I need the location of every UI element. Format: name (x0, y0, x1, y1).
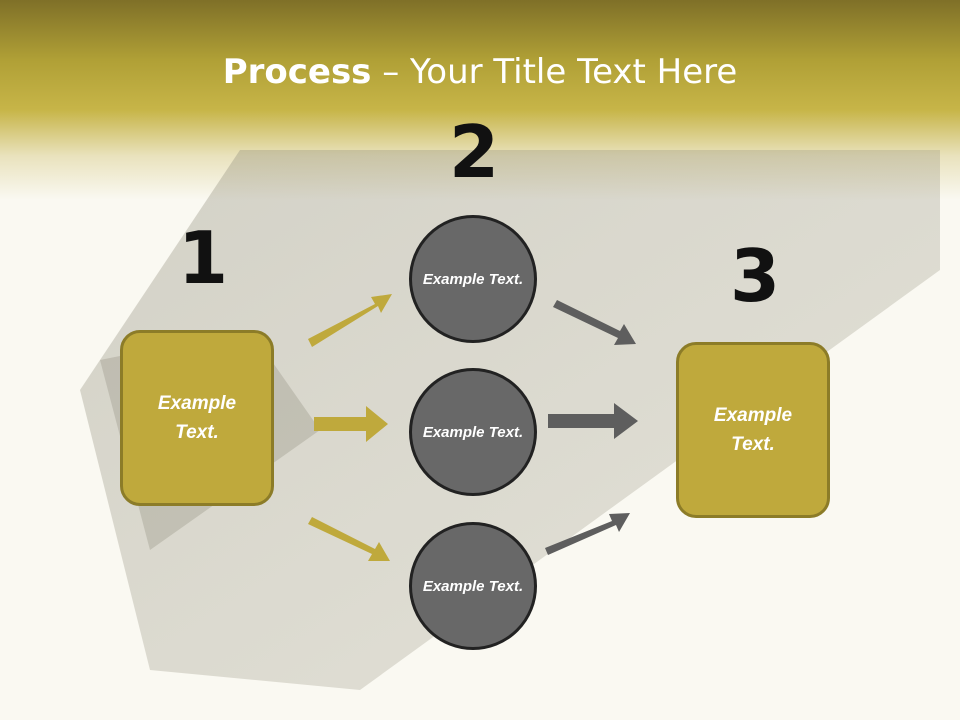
title-rest: – Your Title Text Here (371, 52, 738, 92)
slide-title: Process – Your Title Text Here (0, 52, 960, 92)
process-circle-bottom[interactable]: Example Text. (409, 522, 537, 650)
arrow-left-to-middle (314, 406, 388, 442)
step-number-2: 2 (449, 110, 500, 194)
arrow-middle-to-right (548, 403, 638, 439)
box-right-label: Example Text. (713, 405, 793, 455)
arrow-left-to-top (308, 294, 392, 347)
arrow-left-to-bottom (308, 517, 390, 561)
process-box-left[interactable]: Example Text. (120, 330, 274, 506)
circle-middle-label: Example Text. (422, 423, 524, 441)
step-number-1: 1 (178, 216, 229, 300)
arrow-top-to-right (553, 300, 636, 345)
process-circle-top[interactable]: Example Text. (409, 215, 537, 343)
title-bold: Process (222, 52, 372, 92)
circle-top-label: Example Text. (422, 270, 524, 288)
arrow-bottom-to-right (545, 513, 630, 555)
process-box-right[interactable]: Example Text. (676, 342, 830, 518)
process-circle-middle[interactable]: Example Text. (409, 368, 537, 496)
step-number-3: 3 (730, 234, 781, 318)
circle-bottom-label: Example Text. (422, 577, 524, 595)
box-left-label: Example Text. (157, 393, 237, 443)
